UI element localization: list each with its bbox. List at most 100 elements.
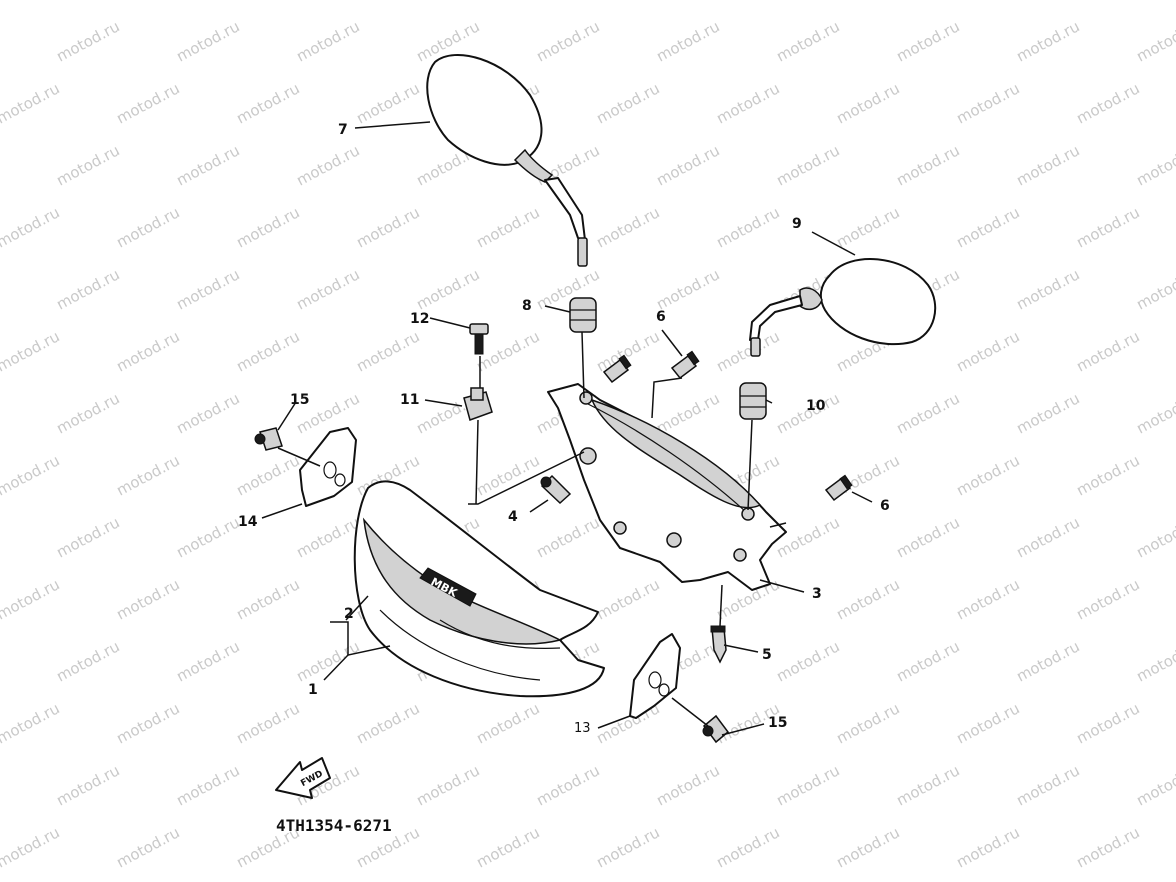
part-3-handlebar-cover [547, 383, 787, 591]
watermark-text: motod.ru [0, 389, 3, 437]
part-13-side-bracket [629, 633, 681, 719]
leader-lines [261, 121, 873, 736]
watermark-text: motod.ru [113, 327, 182, 375]
watermark-text: motod.ru [353, 327, 422, 375]
watermark-text: motod.ru [1013, 265, 1082, 313]
watermark-text: motod.ru [1073, 451, 1142, 499]
watermark-text: motod.ru [1133, 637, 1176, 685]
part-14-side-bracket [299, 427, 357, 507]
callout-6-upper: 6 [656, 309, 666, 325]
watermark-text: motod.ru [893, 761, 962, 809]
watermark-text: motod.ru [353, 203, 422, 251]
watermark-text: motod.ru [473, 0, 542, 4]
watermark-text: motod.ru [893, 17, 962, 65]
watermark-text: motod.ru [833, 0, 902, 4]
watermark-text: motod.ru [173, 141, 242, 189]
watermark-text: motod.ru [293, 513, 362, 561]
watermark-text: motod.ru [53, 141, 122, 189]
watermark-text: motod.ru [233, 451, 302, 499]
callout-7: 7 [338, 122, 348, 138]
watermark-text: motod.ru [833, 79, 902, 127]
watermark-text: motod.ru [713, 823, 782, 871]
watermark-text: motod.ru [1073, 823, 1142, 871]
part-code: 4TH1354-6271 [276, 816, 392, 835]
watermark-text: motod.ru [0, 265, 3, 313]
watermark-text: motod.ru [953, 823, 1022, 871]
watermark-text: motod.ru [173, 389, 242, 437]
watermark-text: motod.ru [833, 203, 902, 251]
watermark-text: motod.ru [653, 265, 722, 313]
watermark-text: motod.ru [893, 513, 962, 561]
watermark-text: motod.ru [833, 575, 902, 623]
watermark-text: motod.ru [773, 637, 842, 685]
watermark-text: motod.ru [53, 513, 122, 561]
watermark-text: motod.ru [173, 513, 242, 561]
watermark-text: motod.ru [233, 575, 302, 623]
callout-14: 14 [238, 514, 258, 530]
watermark-text: motod.ru [1133, 141, 1176, 189]
watermark-text: motod.ru [1013, 761, 1082, 809]
forward-arrow-icon: FWD [275, 757, 331, 799]
watermark-text: motod.ru [1133, 513, 1176, 561]
watermark-text: motod.ru [413, 265, 482, 313]
watermark-text: motod.ru [53, 17, 122, 65]
watermark-text: motod.ru [113, 451, 182, 499]
watermark-text: motod.ru [0, 575, 63, 623]
watermark-text: motod.ru [53, 761, 122, 809]
watermark-text: motod.ru [113, 575, 182, 623]
watermark-text: motod.ru [773, 17, 842, 65]
part-15-screw-right [702, 714, 730, 744]
watermark-text: motod.ru [473, 451, 542, 499]
callout-3: 3 [812, 586, 822, 602]
watermark-text: motod.ru [953, 575, 1022, 623]
watermark-text: motod.ru [1073, 699, 1142, 747]
watermark-text: motod.ru [1133, 389, 1176, 437]
callout-15-right: 15 [768, 715, 787, 731]
callout-11: 11 [400, 392, 419, 408]
watermark-text: motod.ru [593, 575, 662, 623]
watermark-text: motod.ru [1013, 141, 1082, 189]
watermark-text: motod.ru [473, 823, 542, 871]
watermark-text: motod.ru [173, 17, 242, 65]
watermark-text: motod.ru [53, 389, 122, 437]
watermark-text: motod.ru [473, 699, 542, 747]
callout-12: 12 [410, 311, 429, 327]
part-9-right-mirror [749, 258, 937, 357]
watermark-text: motod.ru [893, 637, 962, 685]
part-12-bolt [469, 323, 489, 355]
callout-13: 13 [574, 721, 591, 736]
watermark-text: motod.ru [533, 761, 602, 809]
watermark-text: motod.ru [953, 699, 1022, 747]
watermark-text: motod.ru [233, 203, 302, 251]
watermark-text: motod.ru [1073, 0, 1142, 4]
watermark-text: motod.ru [293, 141, 362, 189]
part-15-screw-left [254, 427, 283, 451]
watermark-text: motod.ru [0, 637, 3, 685]
watermark-text: motod.ru [593, 0, 662, 4]
watermark-text: motod.ru [233, 0, 302, 4]
watermark-text: motod.ru [953, 0, 1022, 4]
part-11-nut [463, 387, 493, 421]
watermark-text: motod.ru [953, 327, 1022, 375]
watermark-text: motod.ru [1133, 265, 1176, 313]
callout-10: 10 [806, 398, 826, 414]
watermark-text: motod.ru [353, 0, 422, 4]
watermark-text: motod.ru [0, 513, 3, 561]
callout-4: 4 [508, 509, 518, 525]
watermark-text: motod.ru [1013, 513, 1082, 561]
watermark-text: motod.ru [113, 823, 182, 871]
watermark-text: motod.ru [1013, 637, 1082, 685]
watermark-text: motod.ru [173, 761, 242, 809]
watermark-text: motod.ru [0, 17, 3, 65]
callout-15-left: 15 [290, 392, 309, 408]
watermark-text: motod.ru [1133, 761, 1176, 809]
callout-1: 1 [308, 682, 318, 698]
watermark-text: motod.ru [593, 203, 662, 251]
watermark-text: motod.ru [353, 79, 422, 127]
watermark-text: motod.ru [713, 203, 782, 251]
watermark-text: motod.ru [893, 141, 962, 189]
watermark-text: motod.ru [293, 17, 362, 65]
watermark-text: motod.ru [0, 203, 63, 251]
watermark-text: motod.ru [0, 699, 63, 747]
